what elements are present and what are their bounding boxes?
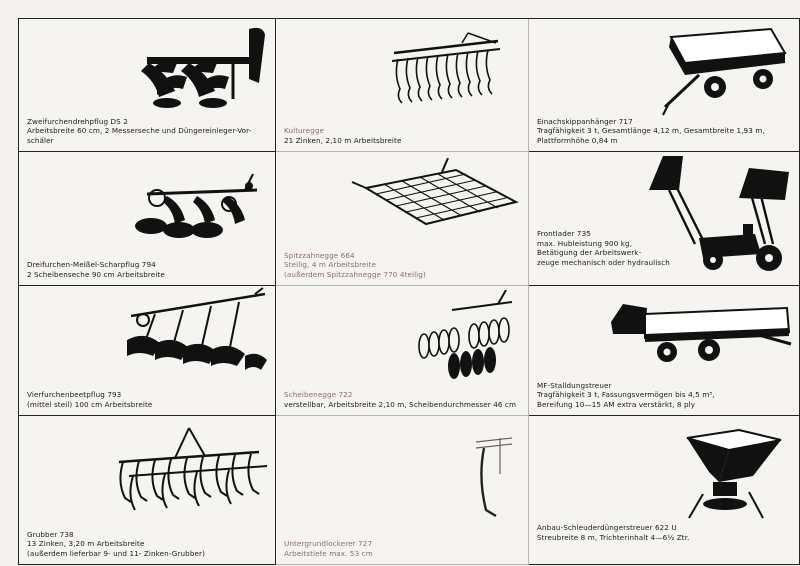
- caption-front-loader: Frontlader 735 max. Hubleistung 900 kg, …: [537, 229, 793, 267]
- caption-manure-spreader: MF-Stalldungstreuer Tragfähigkeit 3 t, F…: [537, 381, 793, 409]
- caption-line: Frontlader 735: [537, 229, 591, 239]
- caption-line: Grubber 738: [27, 529, 74, 539]
- caption-line: Anbau-Schleuderdüngerstreuer 622 U: [537, 523, 677, 533]
- manure-spreader-illustration: [611, 304, 792, 362]
- chisel-plough-illustration: [135, 173, 258, 238]
- caption-line: max. Hubleistung 900 kg,: [537, 238, 633, 248]
- caption-line: Plattformhöhe 0,84 m: [537, 135, 618, 145]
- caption-single-axle-tipping-trailer: Einachskippanhänger 717 Tragfähigkeit 3 …: [537, 117, 793, 145]
- caption-line: Arbeitstiefe max. 53 cm: [284, 548, 373, 558]
- caption-line: Steilig, 4 m Arbeitsbreite: [284, 260, 377, 270]
- caption-line: zeuge mechanisch oder hydraulisch: [537, 257, 670, 267]
- caption-line: Zweifurchendrehpflug DS 2: [27, 116, 128, 126]
- catalog-sheet: Zweifurchendrehpflug DS 2 Arbeitsbreite …: [18, 18, 800, 565]
- caption-line: 21 Zinken, 2,10 m Arbeitsbreite: [284, 135, 402, 145]
- caption-two-furrow-reversible-plough: Zweifurchendrehpflug DS 2 Arbeitsbreite …: [27, 117, 269, 145]
- catalog-cell-single-axle-tipping-trailer: Einachskippanhänger 717 Tragfähigkeit 3 …: [529, 19, 800, 152]
- caption-spike-tooth-harrow: Spitzzahnegge 664 Steilig, 4 m Arbeitsbr…: [284, 251, 522, 279]
- reversible-plough-illustration: [141, 27, 265, 108]
- front-loader-tractor-illustration: [649, 156, 789, 271]
- bed-plough-illustration: [127, 287, 267, 370]
- caption-line: Bereifung 10—15 AM extra verstärkt, 8 pl…: [537, 399, 696, 409]
- catalog-cell-four-furrow-bed-plough: Vierfurchenbeetpflug 793 (mittel steil) …: [19, 286, 276, 416]
- caption-cultivator-harrow: Kulturegge 21 Zinken, 2,10 m Arbeitsbrei…: [284, 126, 522, 145]
- caption-line: verstellbar, Arbeitsbreite 2,10 m, Schei…: [284, 399, 517, 409]
- caption-line: (außerdem lieferbar 9- und 11- Zinken-Gr…: [27, 548, 205, 558]
- catalog-cell-three-furrow-chisel-plough: Dreifurchen-Meißel-Scharpflug 794 2 Sche…: [19, 152, 276, 286]
- catalog-cell-centrifugal-fertilizer-spreader: Anbau-Schleuderdüngerstreuer 622 U Streu…: [529, 416, 800, 565]
- caption-line: 2 Scheibenseche 90 cm Arbeitsbreite: [27, 269, 165, 279]
- caption-line: Scheibenegge 722: [284, 390, 353, 400]
- spike-tooth-harrow-illustration: [351, 158, 519, 226]
- caption-line: Betätigung der Arbeitswerk-: [537, 248, 642, 258]
- caption-line: Kulturegge: [284, 126, 325, 136]
- fertilizer-spreader-illustration: [686, 428, 782, 519]
- caption-line: Vierfurchenbeetpflug 793: [27, 390, 122, 400]
- caption-centrifugal-fertilizer-spreader: Anbau-Schleuderdüngerstreuer 622 U Streu…: [537, 523, 793, 542]
- caption-line: Spitzzahnegge 664: [284, 250, 355, 260]
- caption-line: Untergrundlockerer 727: [284, 539, 373, 549]
- caption-line: Dreifurchen-Meißel-Scharpflug 794: [27, 260, 156, 270]
- caption-line: Tragfähigkeit 3 t, Fassungsvermögen bis …: [537, 390, 715, 400]
- catalog-cell-cultivator-grubber: Grubber 738 13 Zinken, 3,20 m Arbeitsbre…: [19, 416, 276, 565]
- caption-line: (mittel steil) 100 cm Arbeitsbreite: [27, 399, 153, 409]
- caption-line: Arbeitsbreite 60 cm, 2 Messerseche und D…: [27, 126, 252, 136]
- catalog-cell-disc-harrow: Scheibenegge 722 verstellbar, Arbeitsbre…: [276, 286, 529, 416]
- caption-line: Einachskippanhänger 717: [537, 116, 633, 126]
- caption-line: 13 Zinken, 3,20 m Arbeitsbreite: [27, 539, 145, 549]
- caption-line: Tragfähigkeit 3 t, Gesamtlänge 4,12 m, G…: [537, 126, 765, 136]
- caption-line: Streubreite 8 m, Trichterinhalt 4—6½ Ztr…: [537, 532, 690, 542]
- caption-cultivator-grubber: Grubber 738 13 Zinken, 3,20 m Arbeitsbre…: [27, 530, 269, 558]
- catalog-cell-two-furrow-reversible-plough: Zweifurchendrehpflug DS 2 Arbeitsbreite …: [19, 19, 276, 152]
- catalog-cell-spike-tooth-harrow: Spitzzahnegge 664 Steilig, 4 m Arbeitsbr…: [276, 152, 529, 286]
- caption-line: schäler: [27, 135, 54, 145]
- caption-line: MF-Stalldungstreuer: [537, 380, 612, 390]
- caption-disc-harrow: Scheibenegge 722 verstellbar, Arbeitsbre…: [284, 390, 522, 409]
- cultivator-harrow-illustration: [391, 32, 501, 104]
- caption-four-furrow-bed-plough: Vierfurchenbeetpflug 793 (mittel steil) …: [27, 390, 269, 409]
- caption-three-furrow-chisel-plough: Dreifurchen-Meißel-Scharpflug 794 2 Sche…: [27, 260, 269, 279]
- catalog-cell-front-loader: Frontlader 735 max. Hubleistung 900 kg, …: [529, 152, 800, 286]
- subsoiler-illustration: [475, 437, 513, 518]
- catalog-cell-manure-spreader: MF-Stalldungstreuer Tragfähigkeit 3 t, F…: [529, 286, 800, 416]
- caption-subsoiler: Untergrundlockerer 727 Arbeitstiefe max.…: [284, 539, 522, 558]
- grubber-illustration: [118, 427, 268, 511]
- catalog-cell-subsoiler: Untergrundlockerer 727 Arbeitstiefe max.…: [276, 416, 529, 565]
- catalog-cell-cultivator-harrow: Kulturegge 21 Zinken, 2,10 m Arbeitsbrei…: [276, 19, 529, 152]
- disc-harrow-illustration: [418, 290, 513, 379]
- caption-line: (außerdem Spitzzahnegge 770 4teilig): [284, 269, 426, 279]
- tipping-trailer-illustration: [662, 27, 787, 116]
